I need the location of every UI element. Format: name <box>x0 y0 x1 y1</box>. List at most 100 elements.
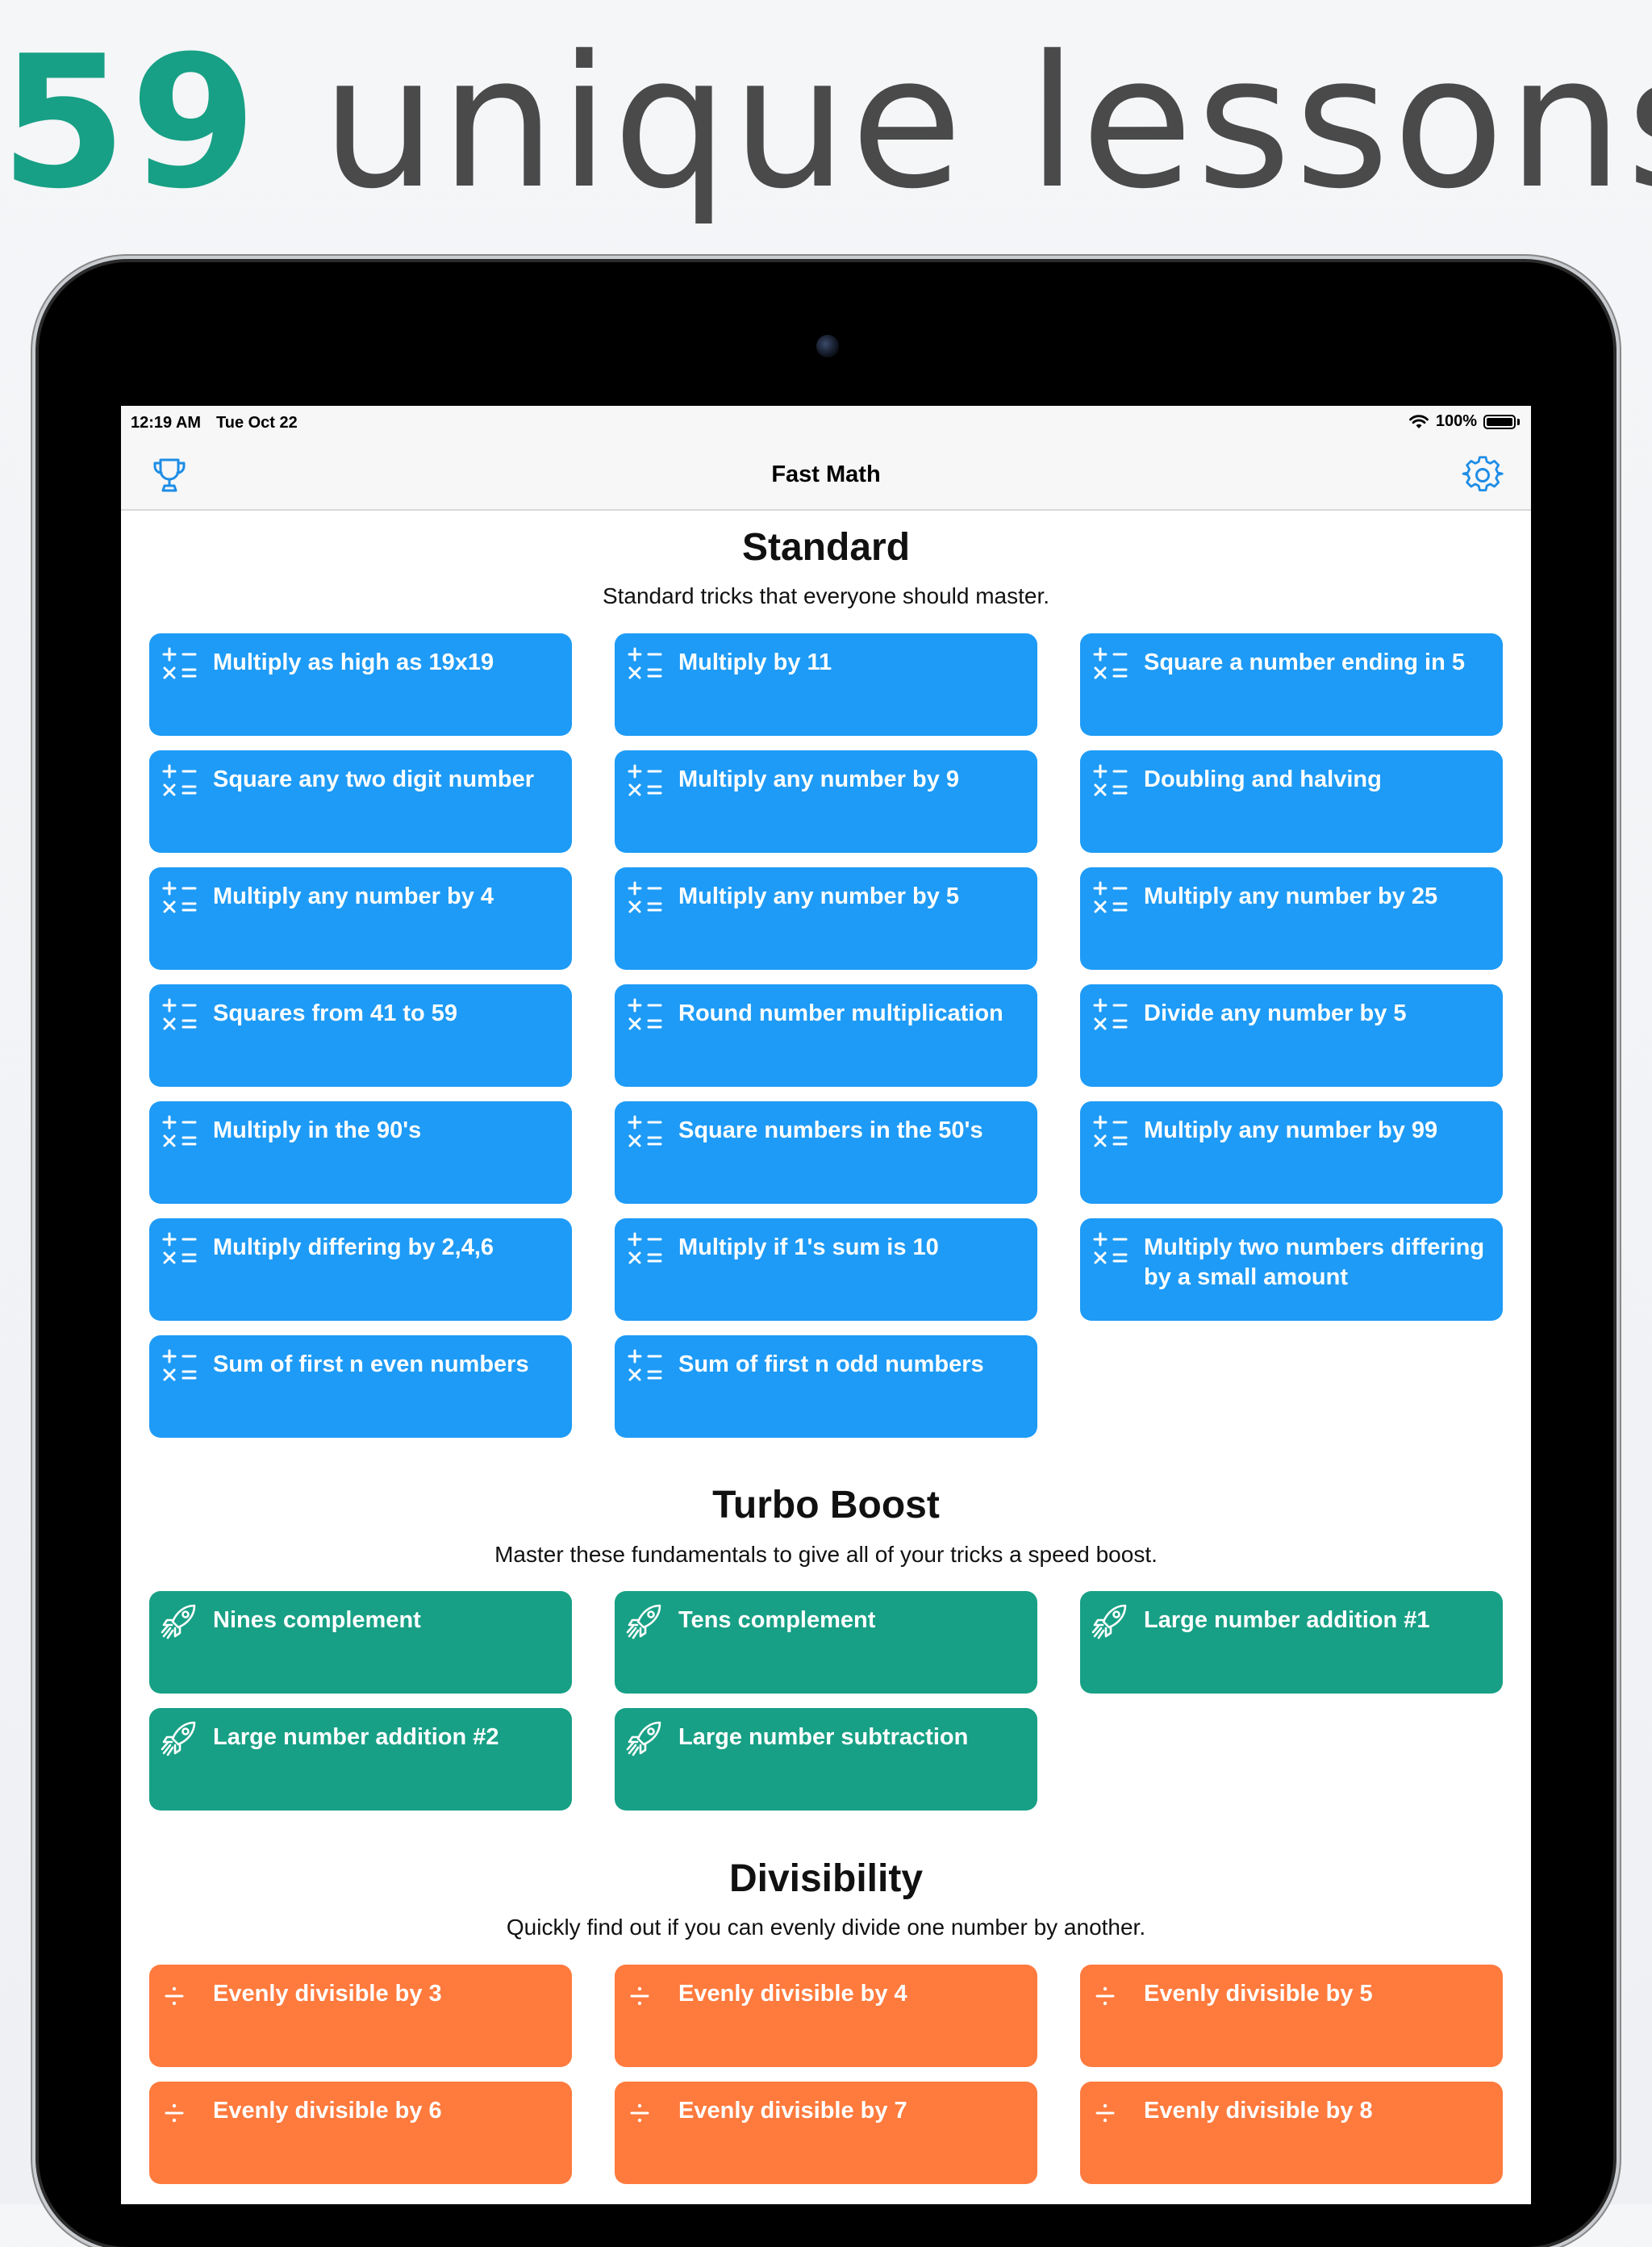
arithmetic-icon <box>162 1232 197 1264</box>
status-date: Tue Oct 22 <box>216 414 298 432</box>
lesson-card[interactable]: Multiply if 1's sum is 10 <box>615 1218 1037 1321</box>
lesson-card[interactable]: Evenly divisible by 5 <box>1080 1965 1503 2067</box>
arithmetic-icon <box>1093 881 1128 913</box>
lesson-label: Multiply if 1's sum is 10 <box>678 1234 939 1260</box>
lesson-label: Square numbers in the 50's <box>678 1117 983 1143</box>
divide-icon <box>630 1986 649 2006</box>
lesson-card[interactable]: Evenly divisible by 4 <box>615 1965 1037 2067</box>
lesson-label: Evenly divisible by 8 <box>1144 2098 1373 2124</box>
battery-icon <box>1483 414 1516 429</box>
rocket-icon <box>161 1604 196 1639</box>
lesson-card[interactable]: Multiply any number by 99 <box>1080 1101 1503 1204</box>
divide-icon <box>630 2103 649 2123</box>
lesson-card[interactable]: Multiply any number by 5 <box>615 867 1037 970</box>
lesson-card[interactable]: Multiply in the 90's <box>149 1101 572 1204</box>
lesson-card[interactable]: Nines complement <box>149 1591 572 1694</box>
lesson-card[interactable]: Multiply as high as 19x19 <box>149 633 572 736</box>
lesson-label: Large number subtraction <box>678 1724 969 1750</box>
lesson-label: Evenly divisible by 5 <box>1144 1981 1373 2007</box>
lesson-card[interactable]: Multiply differing by 2,4,6 <box>149 1218 572 1321</box>
lesson-card[interactable]: Large number addition #2 <box>149 1708 572 1811</box>
lesson-card[interactable]: Evenly divisible by 6 <box>149 2082 572 2184</box>
arithmetic-icon <box>1093 764 1128 796</box>
gear-icon[interactable] <box>1462 454 1504 496</box>
arithmetic-icon <box>162 1349 197 1381</box>
lesson-label: Multiply any number by 4 <box>213 883 494 909</box>
lesson-card[interactable]: Divide any number by 5 <box>1080 984 1503 1087</box>
lesson-card[interactable]: Multiply any number by 9 <box>615 750 1037 853</box>
arithmetic-icon <box>162 764 197 796</box>
lesson-label: Evenly divisible by 3 <box>213 1981 442 2007</box>
lesson-label: Multiply by 11 <box>678 649 832 675</box>
lesson-label: Tens complement <box>678 1607 876 1633</box>
lesson-card[interactable]: Multiply any number by 25 <box>1080 867 1503 970</box>
lesson-card[interactable]: Multiply any number by 4 <box>149 867 572 970</box>
lesson-card[interactable]: Evenly divisible by 3 <box>149 1965 572 2067</box>
lesson-card[interactable]: Multiply by 11 <box>615 633 1037 736</box>
lesson-label: Large number addition #1 <box>1144 1607 1430 1633</box>
arithmetic-icon <box>162 647 197 679</box>
lesson-card[interactable]: Square any two digit number <box>149 750 572 853</box>
divisibility-lessons-grid: Evenly divisible by 3 Evenly divisible by… <box>149 1965 1503 2184</box>
lesson-card[interactable]: Squares from 41 to 59 <box>149 984 572 1087</box>
divide-icon <box>1095 1986 1115 2006</box>
lesson-card[interactable]: Square a number ending in 5 <box>1080 633 1503 736</box>
arithmetic-icon <box>162 881 197 913</box>
lesson-label: Multiply two numbers differing by a smal… <box>1144 1234 1485 1290</box>
lesson-label: Doubling and halving <box>1144 766 1382 792</box>
lesson-label: Square a number ending in 5 <box>1144 649 1466 675</box>
lesson-label: Nines complement <box>213 1607 421 1633</box>
navigation-bar: Fast Math <box>121 441 1531 511</box>
lesson-label: Evenly divisible by 4 <box>678 1981 907 2007</box>
lesson-label: Square any two digit number <box>213 766 534 792</box>
arithmetic-icon <box>628 881 662 913</box>
nav-title: Fast Math <box>771 462 881 487</box>
lesson-card[interactable]: Sum of first n even numbers <box>149 1335 572 1438</box>
lesson-card[interactable]: Evenly divisible by 7 <box>615 2082 1037 2184</box>
lesson-label: Multiply any number by 9 <box>678 766 960 792</box>
headline: 59 unique lessons <box>0 31 1652 216</box>
divide-icon <box>1095 2103 1115 2123</box>
status-bar: 12:19 AM Tue Oct 22 100% <box>121 406 1531 441</box>
arithmetic-icon <box>162 998 197 1030</box>
section-title-standard: Standard <box>741 526 911 569</box>
lesson-card[interactable]: Multiply two numbers differing by a smal… <box>1080 1218 1503 1321</box>
app-screen: 12:19 AM Tue Oct 22 100% Fast Math <box>121 406 1531 2204</box>
arithmetic-icon <box>1093 1232 1128 1264</box>
lesson-card[interactable]: Sum of first n odd numbers <box>615 1335 1037 1438</box>
arithmetic-icon <box>628 764 662 796</box>
camera <box>816 335 839 357</box>
standard-lessons-grid: Multiply as high as 19x19 Multiply by 11 S… <box>149 633 1503 1438</box>
lesson-card[interactable]: Doubling and halving <box>1080 750 1503 853</box>
divide-icon <box>165 2103 184 2123</box>
lesson-label: Multiply any number by 5 <box>678 883 960 909</box>
lesson-label: Large number addition #2 <box>213 1724 499 1750</box>
arithmetic-icon <box>628 647 662 679</box>
wifi-icon <box>1408 414 1429 428</box>
lesson-card[interactable]: Large number addition #1 <box>1080 1591 1503 1694</box>
lesson-label: Sum of first n even numbers <box>213 1351 529 1377</box>
status-right: 100% <box>1408 412 1520 431</box>
lesson-card[interactable]: Round number multiplication <box>615 984 1037 1087</box>
lesson-label: Evenly divisible by 7 <box>678 2098 907 2124</box>
lesson-card[interactable]: Large number subtraction <box>615 1708 1037 1811</box>
rocket-icon <box>161 1721 196 1756</box>
section-subtitle-standard: Standard tricks that everyone should mas… <box>602 583 1050 608</box>
lesson-label: Multiply any number by 99 <box>1144 1117 1438 1143</box>
divide-icon <box>165 1986 184 2006</box>
status-time: 12:19 AM <box>131 414 202 432</box>
arithmetic-icon <box>1093 998 1128 1030</box>
trophy-icon[interactable] <box>148 454 190 496</box>
battery-percent: 100% <box>1435 412 1477 430</box>
lesson-label: Divide any number by 5 <box>1144 1000 1407 1026</box>
lesson-card[interactable]: Square numbers in the 50's <box>615 1101 1037 1204</box>
arithmetic-icon <box>628 998 662 1030</box>
section-title-divisibility: Divisibility <box>728 1857 924 1900</box>
lesson-card[interactable]: Evenly divisible by 8 <box>1080 2082 1503 2184</box>
headline-number: 59 <box>0 17 261 229</box>
lesson-card[interactable]: Tens complement <box>615 1591 1037 1694</box>
section-subtitle-divisibility: Quickly find out if you can evenly divid… <box>506 1915 1146 1940</box>
arithmetic-icon <box>628 1115 662 1147</box>
lesson-label: Multiply any number by 25 <box>1144 883 1438 909</box>
section-title-turbo: Turbo Boost <box>712 1484 940 1527</box>
